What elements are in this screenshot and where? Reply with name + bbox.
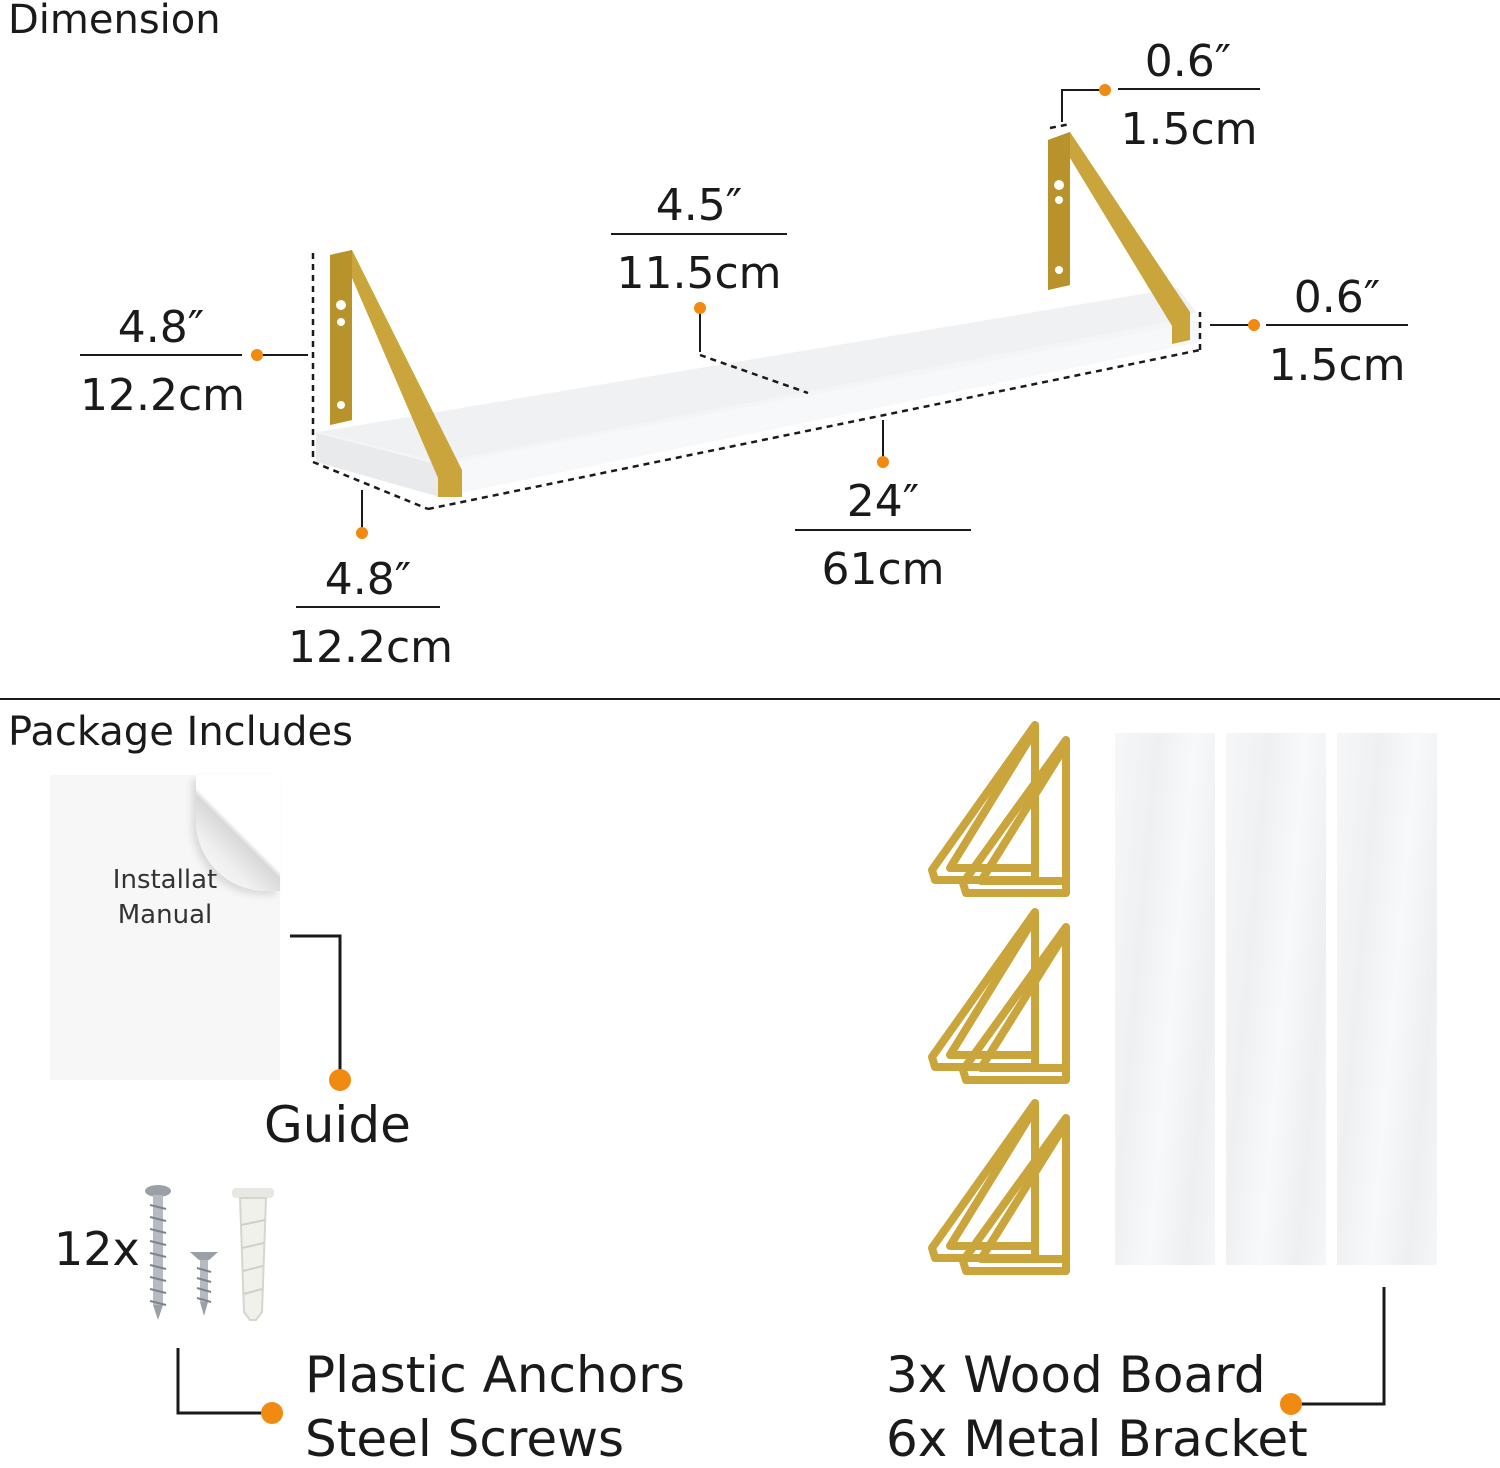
metal-brackets-icon [928, 721, 1070, 1275]
bracket-top-cm: 1.5cm [1120, 104, 1258, 155]
guide-dot [329, 1069, 351, 1091]
short-screw-icon [190, 1252, 218, 1316]
shelf-board-front [440, 322, 1198, 497]
manual-title-line1: Installat [112, 865, 218, 895]
plastic-anchor-icon [232, 1188, 274, 1321]
wood-board-3 [1337, 733, 1437, 1265]
installation-manual: Installat Manual [50, 775, 280, 1080]
brackets-line: 6x Metal Bracket [886, 1410, 1308, 1468]
dot-bracket-depth [356, 527, 368, 539]
left-bracket-vertical [330, 250, 352, 425]
wood-board-1 [1115, 733, 1215, 1265]
hardware-line-anchors: Plastic Anchors [305, 1346, 685, 1404]
shelf-illustration [251, 84, 1260, 539]
right-bracket-hole-2 [1055, 196, 1063, 204]
hardware-dot [261, 1402, 283, 1424]
bracket-pair-3 [928, 1099, 1070, 1275]
guide-label: Guide [264, 1096, 411, 1154]
shelf-length-cm: 61cm [821, 544, 945, 595]
right-bracket [1048, 132, 1190, 344]
bracket-width-inch: 0.6″ [1293, 272, 1381, 323]
bracket-width-cm: 1.5cm [1268, 340, 1406, 391]
bracket-height-rule [80, 354, 242, 356]
bracket-top-inch: 0.6″ [1144, 36, 1232, 87]
left-bracket-hole-2 [337, 318, 345, 326]
shelf-length-rule [795, 529, 971, 531]
bracket-depth-cm: 12.2cm [288, 622, 454, 673]
bracket-pair-2 [928, 908, 1070, 1084]
left-bracket-hole-3 [337, 401, 345, 409]
dot-bracket-top [1099, 84, 1111, 96]
dimension-title: Dimension [8, 0, 221, 43]
shelf-depth-cm: 11.5cm [616, 248, 782, 299]
boards-leader [1300, 1287, 1386, 1406]
right-bracket-vertical [1048, 132, 1070, 290]
bracket-width-rule [1266, 324, 1408, 326]
bracket-height-cm: 12.2cm [80, 370, 246, 421]
manual-title-line2: Manual [117, 900, 213, 930]
long-screw-icon [145, 1185, 171, 1320]
dot-shelf-length [877, 456, 889, 468]
shelf-depth-rule [611, 233, 787, 235]
right-bracket-hole-1 [1054, 180, 1064, 190]
bracket-pair-1 [928, 721, 1070, 897]
wood-board-2 [1226, 733, 1326, 1265]
boards-line: 3x Wood Board [886, 1346, 1266, 1404]
shelf-depth-inch: 4.5″ [655, 180, 743, 231]
dot-bracket-width [1248, 319, 1260, 331]
left-bracket-hole-1 [336, 300, 346, 310]
shelf-board-side [316, 433, 440, 497]
package-title: Package Includes [8, 709, 353, 755]
hardware-count: 12x [54, 1222, 140, 1276]
hardware-leader [176, 1348, 262, 1415]
accent-dots [251, 84, 1260, 539]
bracket-height-inch: 4.8″ [117, 302, 205, 353]
bracket-top-rule [1118, 88, 1260, 90]
hardware-line-screws: Steel Screws [305, 1410, 625, 1468]
bracket-depth-rule [296, 606, 440, 608]
bracket-depth-inch: 4.8″ [324, 554, 412, 605]
boards-dot [1280, 1393, 1302, 1415]
shelf-length-inch: 24″ [846, 476, 920, 527]
measure-dashes [311, 122, 1202, 511]
leader-lines [257, 89, 1254, 533]
left-bracket [330, 250, 462, 497]
right-bracket-hole-3 [1055, 266, 1063, 274]
guide-leader [290, 934, 342, 1078]
dot-shelf-depth [694, 302, 706, 314]
dot-bracket-height [251, 349, 263, 361]
